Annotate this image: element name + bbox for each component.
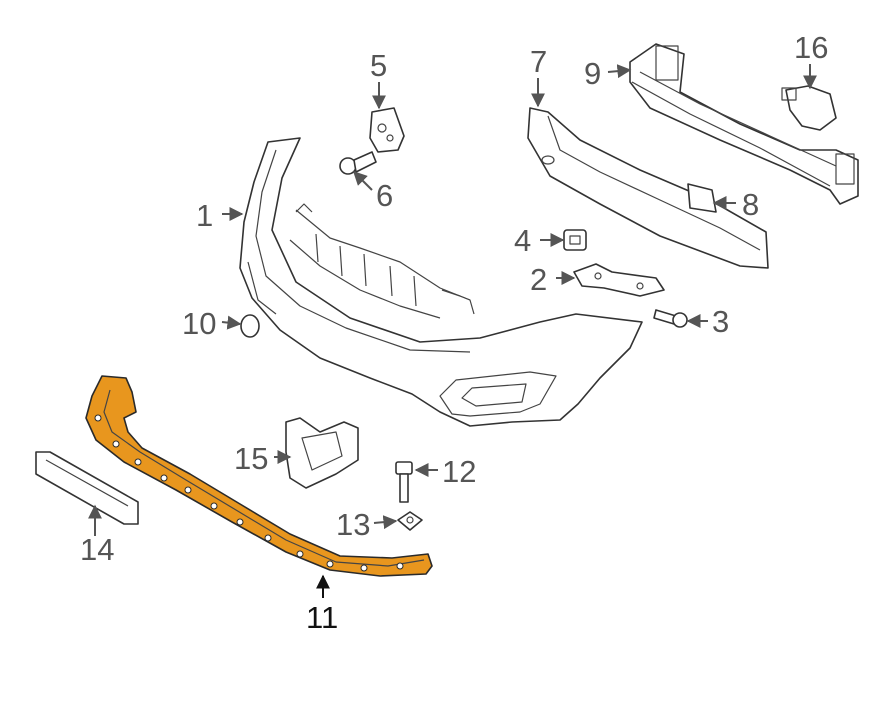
leader-13 (373, 515, 398, 530)
part-7-absorber (527, 107, 769, 269)
callout-4: 4 (514, 223, 531, 258)
callout-11: 11 (306, 600, 338, 635)
callout-13: 13 (336, 507, 370, 542)
callout-12: 12 (442, 454, 476, 489)
callout-2: 2 (530, 262, 547, 297)
callout-7: 7 (530, 44, 547, 79)
callout-1: 1 (196, 198, 213, 233)
callout-9: 9 (584, 56, 601, 91)
part-8-pad (687, 183, 717, 213)
part-1-bumper-cover (239, 137, 643, 427)
callout-14: 14 (80, 532, 114, 567)
callout-6: 6 (376, 178, 393, 213)
part-9-reinforcement-beam (629, 43, 859, 205)
part-4-clip (563, 229, 587, 251)
part-14-license-bracket (35, 451, 139, 525)
callout-16: 16 (794, 30, 828, 65)
callout-3: 3 (712, 304, 729, 339)
leader-9 (607, 64, 632, 79)
part-6-screw (339, 151, 377, 175)
part-15-fog-bracket (285, 417, 359, 489)
callout-10: 10 (182, 306, 216, 341)
leader-10 (221, 315, 242, 330)
part-10-grommet (240, 314, 260, 338)
callout-8: 8 (742, 187, 759, 222)
part-12-bolt (395, 461, 413, 503)
part-2-side-bracket (573, 263, 665, 297)
callout-15: 15 (234, 441, 268, 476)
part-5-bracket (369, 107, 405, 153)
part-16-sensor (781, 85, 837, 131)
callout-labels: 1 2 3 4 5 6 7 8 9 10 11 12 13 14 15 16 (80, 30, 828, 635)
part-11-lower-spoiler (85, 375, 433, 577)
callout-5: 5 (370, 48, 387, 83)
leader-lines (88, 64, 817, 598)
leader-6 (353, 171, 373, 191)
part-3-bolt (653, 309, 688, 328)
part-13-nut (397, 511, 423, 531)
